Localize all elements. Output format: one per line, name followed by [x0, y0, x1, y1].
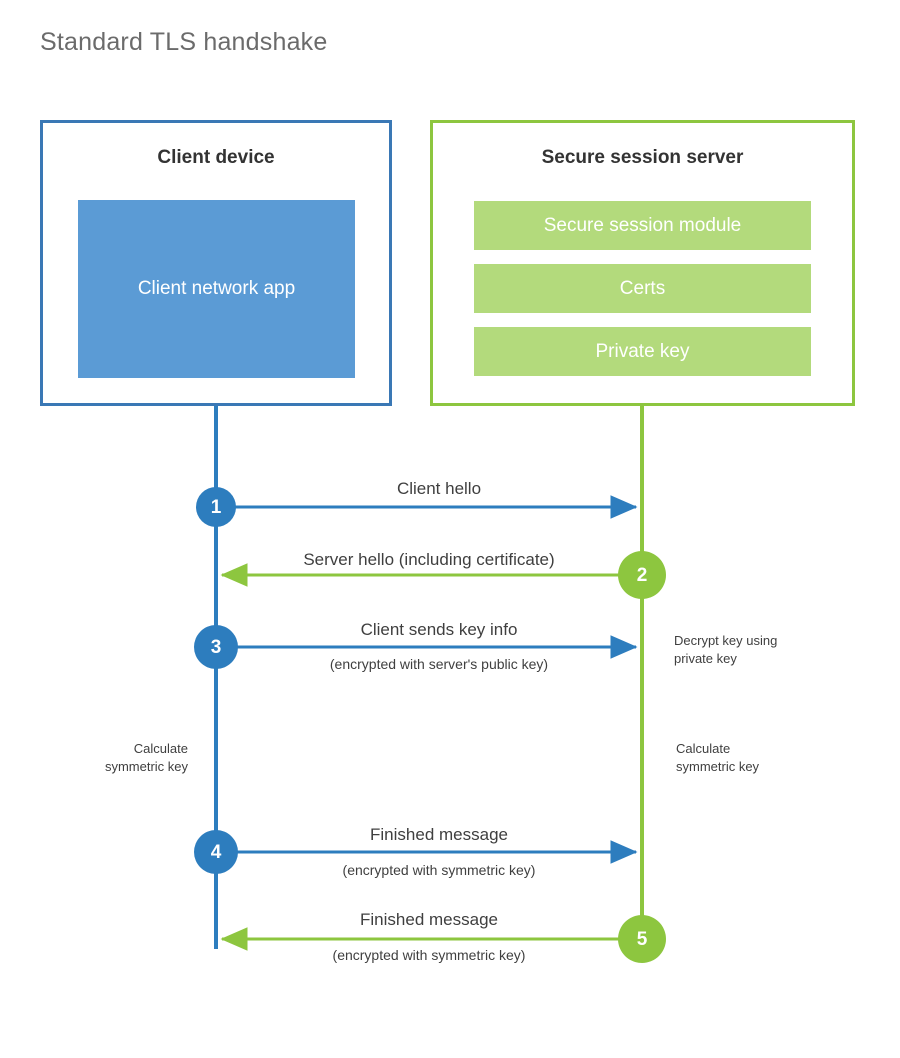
- step-1-number: 1: [210, 497, 222, 518]
- step-5-circle[interactable]: [618, 915, 666, 963]
- client-device-title: Client device: [157, 147, 275, 168]
- step-3-sublabel: (encrypted with server's public key): [329, 656, 549, 672]
- step-2-label: Server hello (including certificate): [303, 550, 555, 569]
- server-component-secure-session-module: Secure session module: [474, 201, 811, 250]
- server-component-certs: Certs: [474, 264, 811, 313]
- step-3-number: 3: [210, 637, 222, 658]
- step-4-label: Finished message: [370, 825, 508, 844]
- secure-session-server-title: Secure session server: [541, 147, 744, 168]
- client-network-app-label: Client network app: [137, 278, 296, 300]
- client-network-app-box: Client network app: [78, 200, 355, 378]
- step-5-sublabel: (encrypted with symmetric key): [332, 947, 526, 963]
- step-4-number: 4: [210, 842, 222, 863]
- step-2-circle[interactable]: [618, 551, 666, 599]
- page-title: Standard TLS handshake: [40, 28, 328, 56]
- server-calculate-symmetric-key-note: Calculate symmetric key: [676, 741, 760, 774]
- step-1-label: Client hello: [396, 479, 482, 498]
- secure-session-server-panel: Secure session server Secure session mod…: [430, 120, 855, 406]
- server-component-private-key: Private key: [474, 327, 811, 376]
- client-device-panel: Client device Client network app: [40, 120, 392, 406]
- step-3-label: Client sends key info: [360, 620, 518, 639]
- step-4-sublabel: (encrypted with symmetric key): [342, 862, 536, 878]
- client-calculate-symmetric-key-note: Calculate symmetric key: [104, 741, 188, 774]
- step-1-circle[interactable]: [196, 487, 236, 527]
- step-3-circle[interactable]: [194, 625, 238, 669]
- step-5-label: Finished message: [360, 910, 498, 929]
- step-5-number: 5: [636, 929, 648, 950]
- step-2-number: 2: [636, 565, 648, 586]
- server-decrypt-note: Decrypt key using private key: [674, 633, 778, 666]
- step-4-circle[interactable]: [194, 830, 238, 874]
